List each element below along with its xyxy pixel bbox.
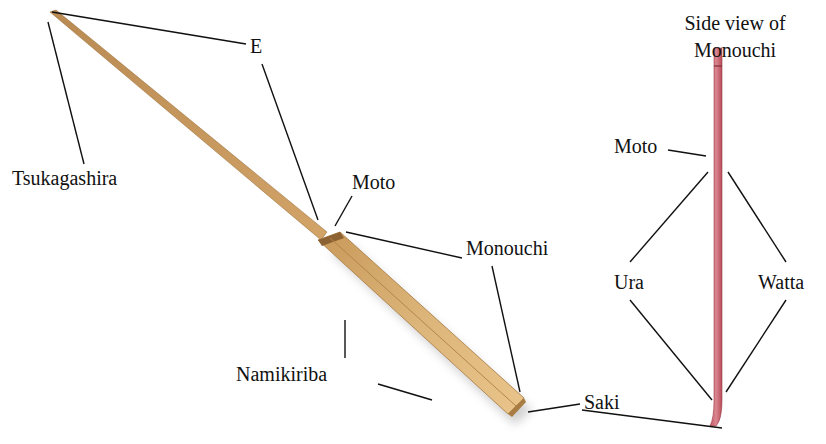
label-slot: Ura bbox=[614, 270, 644, 294]
leader-line bbox=[378, 384, 432, 400]
leader-line bbox=[492, 266, 520, 392]
leader-line bbox=[48, 22, 84, 164]
part-name: Namikiriba bbox=[236, 362, 327, 386]
leader-line bbox=[335, 196, 352, 226]
leader-line bbox=[344, 320, 345, 358]
label-slot: Side view of Monouchi bbox=[650, 10, 820, 64]
part-name: Monouchi bbox=[466, 236, 548, 260]
leader-line bbox=[668, 150, 706, 156]
label-slot: E bbox=[250, 34, 262, 58]
leader-lines bbox=[48, 12, 786, 428]
leader-line bbox=[52, 12, 246, 44]
leader-line bbox=[528, 404, 580, 412]
part-name: Moto bbox=[352, 170, 395, 194]
label-slot: Namikiriba bbox=[236, 362, 327, 386]
part-name: Moto bbox=[614, 134, 657, 158]
leader-line bbox=[630, 300, 712, 400]
blade-body bbox=[318, 232, 524, 414]
label-slot: Tsukagashira bbox=[12, 166, 117, 190]
side-view-notch bbox=[714, 65, 722, 66]
saki-tip bbox=[508, 398, 526, 417]
handle-shaft bbox=[50, 10, 327, 240]
view-heading: Side view of Monouchi bbox=[650, 10, 820, 64]
label-slot: Moto bbox=[614, 134, 657, 158]
side-view-blade bbox=[710, 48, 722, 426]
part-name: E bbox=[250, 34, 262, 58]
leader-line bbox=[262, 64, 318, 220]
label-slot: Moto bbox=[352, 170, 395, 194]
part-name: Saki bbox=[584, 390, 620, 414]
part-name: Tsukagashira bbox=[12, 166, 117, 190]
part-name: Ura bbox=[614, 270, 644, 294]
leader-line bbox=[728, 172, 786, 262]
leader-line bbox=[630, 172, 708, 262]
blade-ridge bbox=[330, 238, 516, 406]
label-slot: Saki bbox=[584, 390, 620, 414]
part-name: Watta bbox=[758, 270, 804, 294]
label-slot: Watta bbox=[758, 270, 804, 294]
leader-line bbox=[726, 300, 786, 392]
leader-line bbox=[346, 232, 462, 258]
label-slot: Monouchi bbox=[466, 236, 548, 260]
